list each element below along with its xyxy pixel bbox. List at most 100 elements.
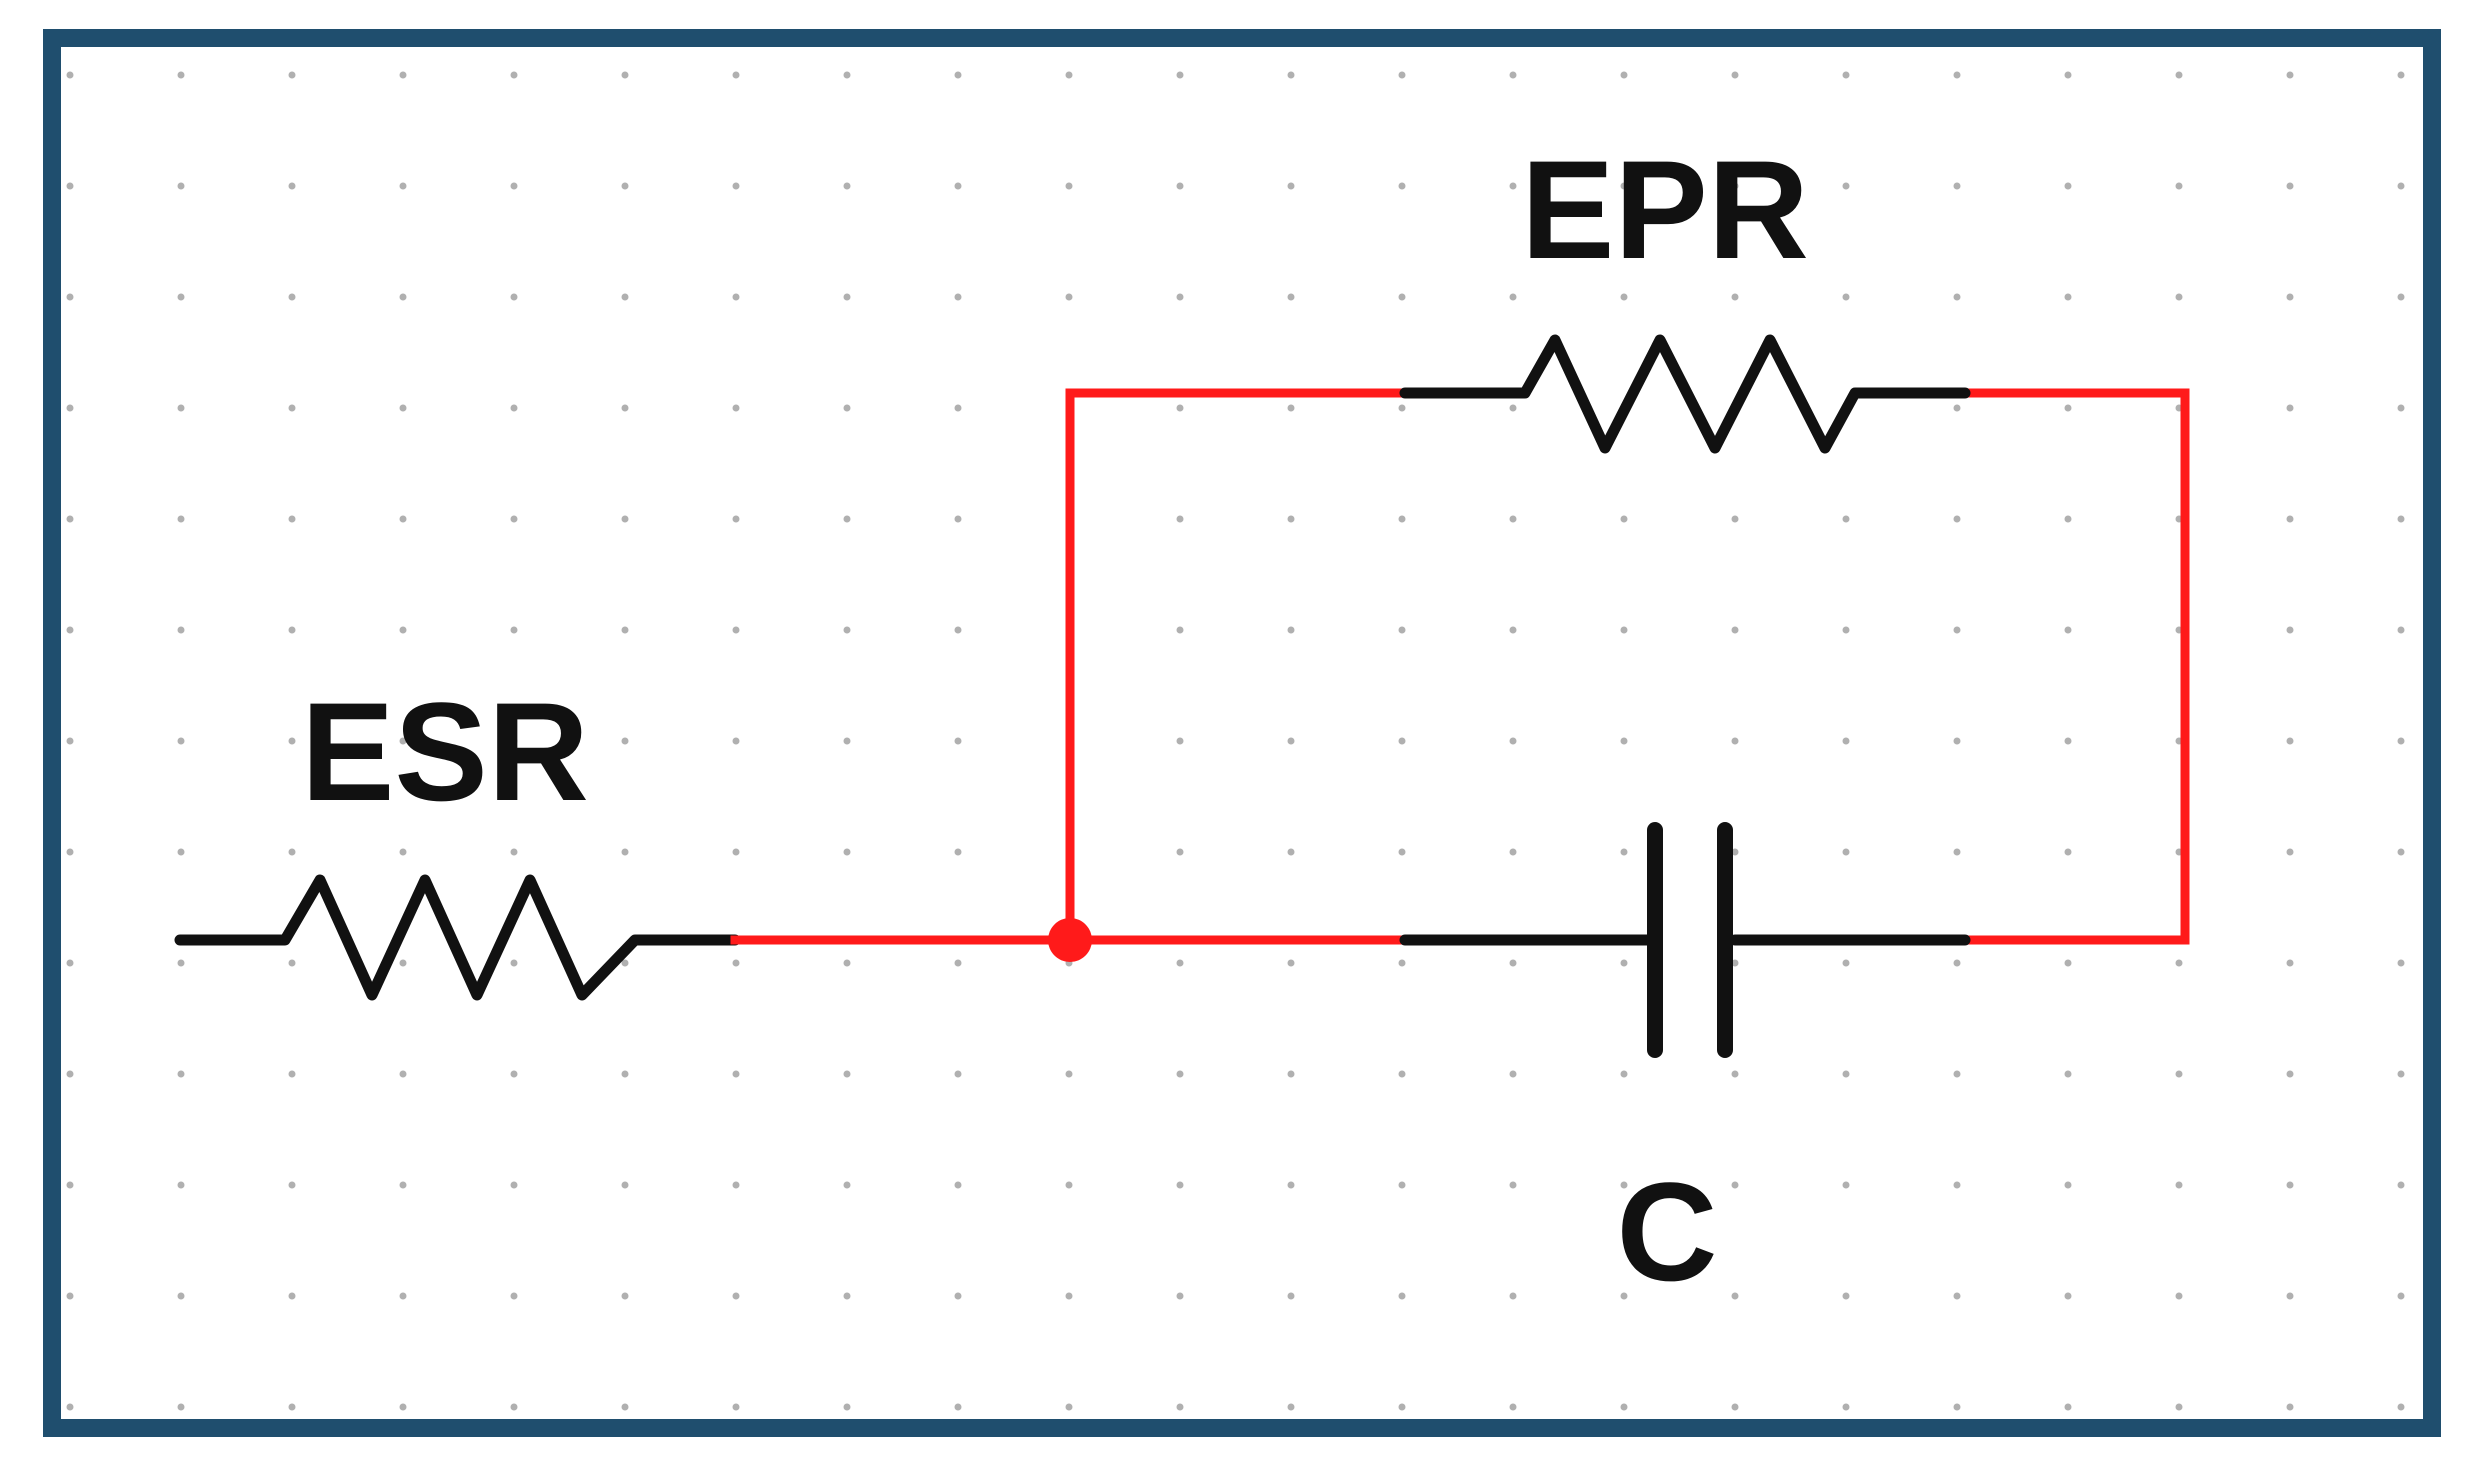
grid-dot: [954, 1181, 962, 1189]
grid-dot: [1398, 737, 1406, 745]
grid-dot: [732, 1181, 740, 1189]
grid-dot: [1842, 515, 1850, 523]
grid-dot: [1953, 1070, 1961, 1078]
grid-dot: [399, 959, 407, 967]
grid-dot: [510, 737, 518, 745]
grid-dot: [1176, 1292, 1184, 1300]
grid-dot: [1731, 848, 1739, 856]
grid-dot: [1731, 293, 1739, 301]
grid-dot: [1287, 404, 1295, 412]
grid-dot: [1176, 515, 1184, 523]
grid-dot: [288, 182, 296, 190]
grid-dot: [1842, 1070, 1850, 1078]
grid-dot: [1065, 1403, 1073, 1411]
grid-dot: [1065, 1292, 1073, 1300]
grid-dot: [1287, 1292, 1295, 1300]
grid-dot: [621, 404, 629, 412]
grid-dot: [843, 182, 851, 190]
grid-dot: [66, 626, 74, 634]
grid-dot: [2286, 71, 2294, 79]
grid-dot: [1620, 737, 1628, 745]
grid-dot: [1398, 1403, 1406, 1411]
grid-dot: [1509, 737, 1517, 745]
grid-dot: [177, 71, 185, 79]
grid-dot: [621, 626, 629, 634]
grid-dot: [1842, 71, 1850, 79]
grid-dot: [621, 848, 629, 856]
grid-dot: [177, 515, 185, 523]
grid-dot: [66, 515, 74, 523]
grid-dot: [843, 959, 851, 967]
grid-dot: [954, 848, 962, 856]
grid-dot: [2175, 1292, 2183, 1300]
grid-dot: [288, 404, 296, 412]
grid-dot: [177, 1292, 185, 1300]
grid-dot: [2064, 293, 2072, 301]
grid-dot: [621, 1070, 629, 1078]
grid-dot: [1953, 1292, 1961, 1300]
grid-dot: [510, 1070, 518, 1078]
grid-dot: [1620, 182, 1628, 190]
grid-dot: [1731, 959, 1739, 967]
grid-dot: [1620, 1292, 1628, 1300]
grid-dot: [621, 515, 629, 523]
grid-dot: [1398, 626, 1406, 634]
grid-dot: [2175, 182, 2183, 190]
grid-dot: [66, 182, 74, 190]
grid-dot: [1953, 182, 1961, 190]
grid-dot: [732, 848, 740, 856]
grid-dot: [510, 515, 518, 523]
grid-dot: [954, 71, 962, 79]
grid-dot: [177, 1181, 185, 1189]
grid-dot: [1842, 1292, 1850, 1300]
grid-dot: [843, 1403, 851, 1411]
grid-dot: [1398, 293, 1406, 301]
grid-dot: [399, 71, 407, 79]
grid-dot: [621, 182, 629, 190]
grid-dot: [1398, 1292, 1406, 1300]
grid-dot: [288, 515, 296, 523]
capacitor: [1399, 822, 1971, 1058]
grid-dot: [954, 1292, 962, 1300]
grid-dot: [1287, 737, 1295, 745]
grid-dot: [621, 293, 629, 301]
grid-dot: [1731, 1070, 1739, 1078]
grid-dot: [288, 848, 296, 856]
grid-dot: [1398, 1070, 1406, 1078]
grid-dot: [1287, 1403, 1295, 1411]
grid-dot: [1065, 293, 1073, 301]
grid-dot: [1176, 848, 1184, 856]
grid-dot: [510, 1403, 518, 1411]
grid-dot: [2286, 404, 2294, 412]
grid-dot: [1842, 959, 1850, 967]
grid-dot: [2064, 182, 2072, 190]
grid-dot: [2064, 515, 2072, 523]
grid-dot: [1620, 1181, 1628, 1189]
grid-dot: [1065, 1181, 1073, 1189]
grid-dot: [66, 1181, 74, 1189]
grid-dot: [177, 293, 185, 301]
grid-dot: [1953, 626, 1961, 634]
grid-dot: [1731, 515, 1739, 523]
grid-dot: [1509, 515, 1517, 523]
grid-dot: [843, 71, 851, 79]
grid-dot: [2397, 848, 2405, 856]
grid-dot: [177, 737, 185, 745]
grid-dot: [621, 737, 629, 745]
grid-dot: [1176, 404, 1184, 412]
wires: [730, 388, 2190, 945]
grid-dot: [1176, 293, 1184, 301]
grid-dot: [621, 1181, 629, 1189]
grid-dot: [177, 182, 185, 190]
grid-dot: [2064, 737, 2072, 745]
grid-dot: [954, 1070, 962, 1078]
grid-dot: [2064, 404, 2072, 412]
grid-dot: [2397, 71, 2405, 79]
grid-dot: [954, 1403, 962, 1411]
grid-dot: [66, 71, 74, 79]
grid-dot: [510, 959, 518, 967]
capacitor-label: C: [1616, 1153, 1717, 1310]
grid-dot: [732, 182, 740, 190]
grid-dot: [288, 1070, 296, 1078]
